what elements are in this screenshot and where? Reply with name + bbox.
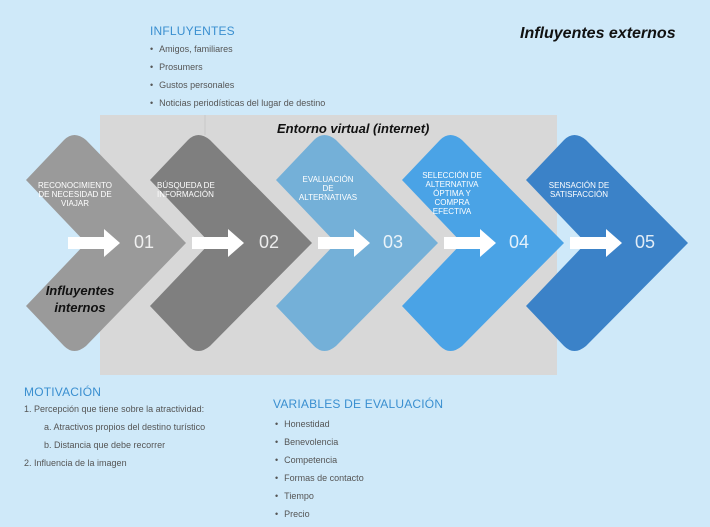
variables-list: Honestidad Benevolencia Competencia Form… — [275, 415, 364, 523]
list-item: a. Atractivos propios del destino turíst… — [44, 422, 206, 432]
arrow-icon — [570, 229, 622, 257]
list-item: Precio — [275, 505, 364, 523]
arrow-icon — [192, 229, 244, 257]
step-number-01: 01 — [134, 232, 155, 252]
step-number-04: 04 — [509, 232, 530, 252]
step-label-05: SENSACIÓN DE SATISFACCIÓN — [548, 181, 610, 199]
motivacion-header: MOTIVACIÓN — [24, 385, 102, 399]
step-label-02: BÚSQUEDA DE INFORMACIÓN — [157, 181, 215, 199]
list-item: Honestidad — [275, 415, 364, 433]
internal-influencers-label: Influyentes internos — [45, 283, 115, 315]
variables-header: VARIABLES DE EVALUACIÓN — [273, 397, 444, 411]
arrow-icon — [68, 229, 120, 257]
list-item: Benevolencia — [275, 433, 364, 451]
list-item: Competencia — [275, 451, 364, 469]
motivacion-list: 1. Percepción que tiene sobre la atracti… — [24, 400, 205, 472]
arrow-icon — [444, 229, 496, 257]
step-label-01: RECONOCIMIENTO DE NECESIDAD DE VIAJAR — [37, 181, 113, 208]
list-item: b. Distancia que debe recorrer — [44, 440, 166, 450]
list-item: Prosumers — [150, 58, 325, 76]
list-item: 1. Percepción que tiene sobre la atracti… — [24, 404, 205, 414]
list-item: Amigos, familiares — [150, 40, 325, 58]
step-number-05: 05 — [635, 232, 656, 252]
list-item: Tiempo — [275, 487, 364, 505]
step-label-03: EVALUACIÓN DE ALTERNATIVAS — [298, 175, 358, 202]
environment-title: Entorno virtual (internet) — [277, 121, 430, 136]
step-number-02: 02 — [259, 232, 280, 252]
step-number-03: 03 — [383, 232, 404, 252]
page-title: Influyentes externos — [520, 25, 676, 42]
step-label-04: SELECCIÓN DE ALTERNATIVA ÓPTIMA Y COMPRA… — [422, 171, 482, 216]
arrow-icon — [318, 229, 370, 257]
list-item: Noticias periodísticas del lugar de dest… — [150, 94, 325, 112]
list-item: Gustos personales — [150, 76, 325, 94]
list-item: Formas de contacto — [275, 469, 364, 487]
list-item: 2. Influencia de la imagen — [24, 458, 127, 468]
influyentes-header: INFLUYENTES — [150, 24, 235, 38]
influyentes-list: Amigos, familiares Prosumers Gustos pers… — [150, 40, 325, 112]
